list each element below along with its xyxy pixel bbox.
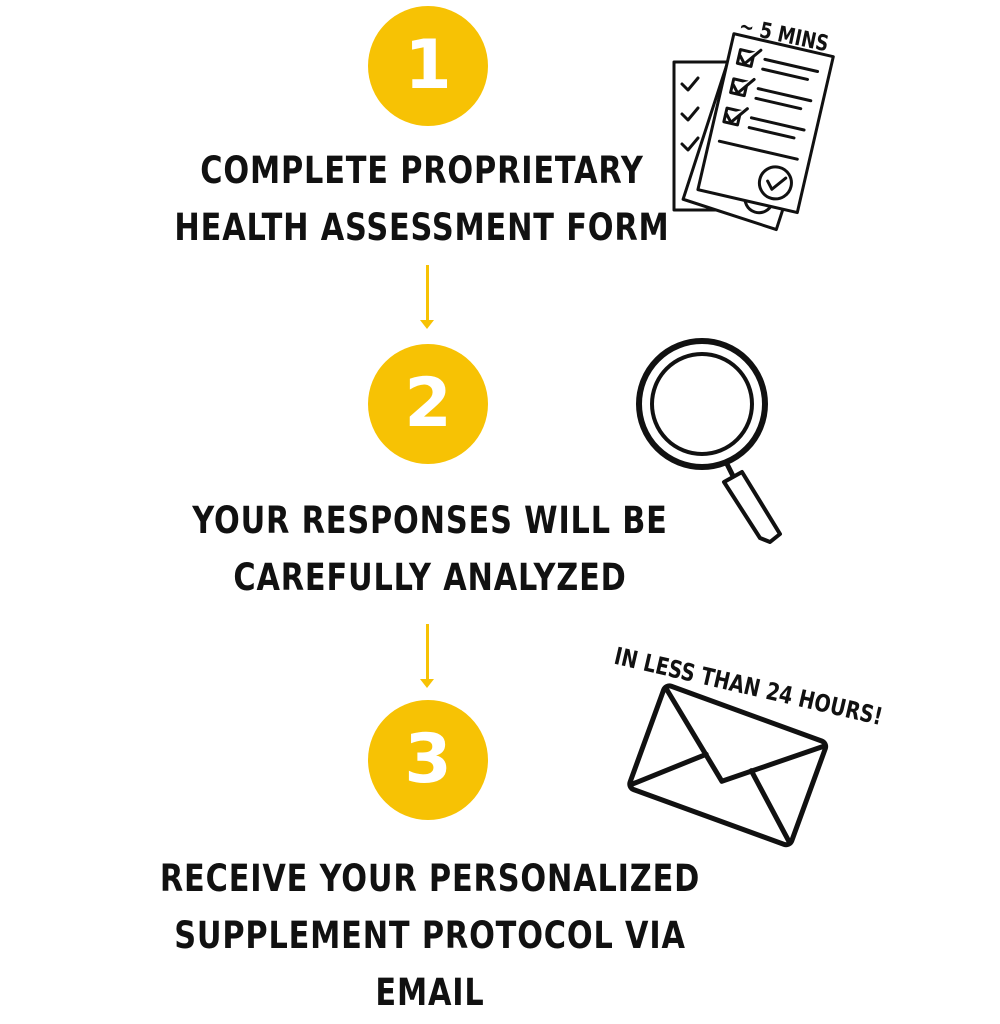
step-3-line-1: RECEIVE YOUR PERSONALIZED [159, 857, 701, 900]
magnifying-glass-icon [636, 338, 782, 544]
step-2-description: YOUR RESPONSES WILL BE CAREFULLY ANALYZE… [118, 492, 741, 606]
step-2-line-2: CAREFULLY ANALYZED [233, 556, 627, 599]
step-1-line-1: COMPLETE PROPRIETARY [200, 149, 644, 192]
checklist-documents-icon [672, 32, 835, 232]
step-1-line-2: HEALTH ASSESSMENT FORM [174, 206, 670, 249]
step-2-line-1: YOUR RESPONSES WILL BE [192, 499, 668, 542]
step-2-number: 2 [404, 364, 452, 443]
step-3-number: 3 [404, 720, 452, 799]
step-3-number-badge: 3 [368, 700, 488, 820]
arrow-down-icon [420, 624, 434, 688]
arrow-down-icon [420, 265, 434, 329]
step-3-description: RECEIVE YOUR PERSONALIZED SUPPLEMENT PRO… [118, 850, 741, 1021]
step-1-number-badge: 1 [368, 6, 488, 126]
step-1-number: 1 [404, 26, 452, 105]
step-1-description: COMPLETE PROPRIETARY HEALTH ASSESSMENT F… [110, 142, 733, 256]
envelope-icon [627, 683, 829, 848]
step-2-number-badge: 2 [368, 344, 488, 464]
step-3-line-2: SUPPLEMENT PROTOCOL VIA EMAIL [174, 914, 686, 1014]
